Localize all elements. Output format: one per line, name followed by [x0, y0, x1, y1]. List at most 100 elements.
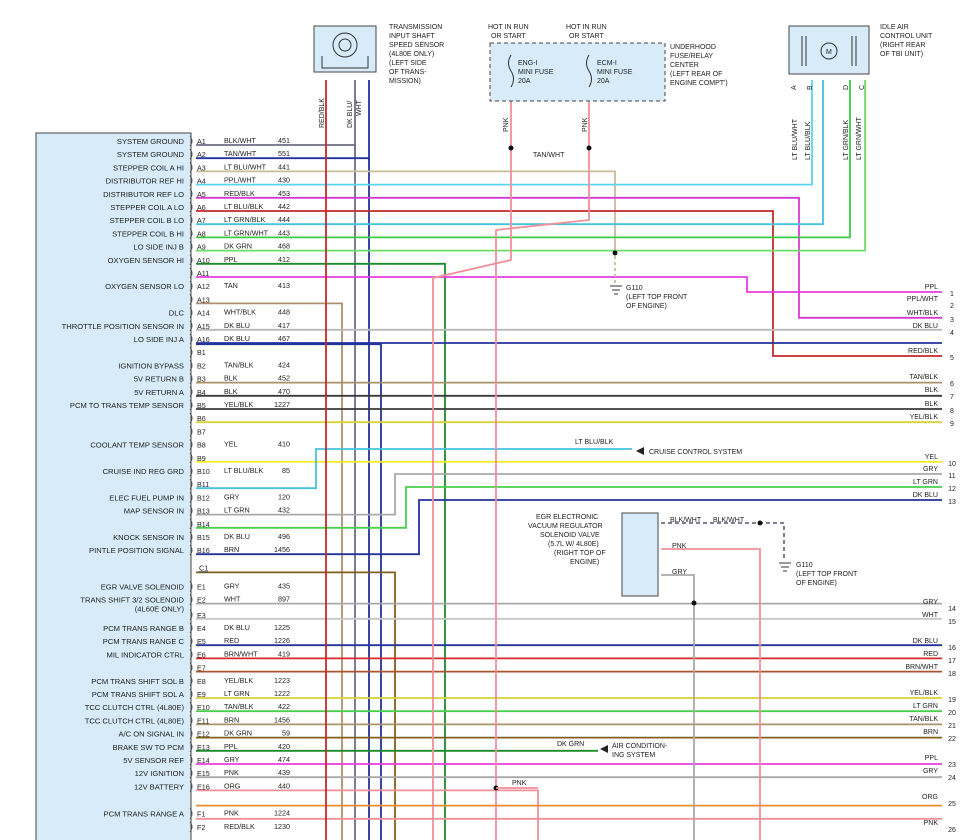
- cruise-system-label: CRUISE CONTROL SYSTEM: [649, 449, 742, 456]
- fuse-center-label-2: FUSE/RELAY: [670, 53, 713, 60]
- output-wire-label-8: BLK: [925, 401, 939, 408]
- pin-wire-F1: PNK: [224, 809, 239, 818]
- pin-id-B3: B3: [197, 375, 206, 384]
- wire-a1: [196, 144, 356, 840]
- pin-wire-E15: PNK: [224, 768, 239, 777]
- tiss-label-3: SPEED SENSOR: [389, 42, 444, 49]
- pin-bracket-A1: [189, 135, 193, 147]
- output-terminal-2: 2: [950, 303, 954, 310]
- splice-dot-2: [586, 145, 592, 151]
- fuse-2-wire-label: PNK: [582, 117, 589, 132]
- pin-circuit-B5: 1227: [274, 400, 290, 409]
- pin-bracket-E16: [189, 781, 193, 792]
- pin-function-A5: DISTRIBUTOR REF LO: [103, 190, 184, 199]
- output-wire-label-26: PNK: [924, 820, 939, 827]
- pin-id-E2: E2: [197, 596, 206, 605]
- output-wire-label-5: RED/BLK: [908, 348, 938, 355]
- pin-wire-E1: GRY: [224, 581, 240, 590]
- ac-arrow-icon: [600, 745, 608, 753]
- output-terminal-11: 11: [948, 473, 955, 480]
- pin-function-B13: MAP SENSOR IN: [124, 507, 184, 516]
- pin-function-B8: COOLANT TEMP SENSOR: [90, 441, 184, 450]
- pin-function-E8: PCM TRANS SHIFT SOL B: [91, 677, 184, 686]
- pin-wire-E12: DK GRN: [224, 729, 252, 738]
- g110-upper-label-2: (LEFT TOP FRONT: [626, 294, 688, 301]
- fuse-1-type: MINI FUSE: [518, 69, 554, 76]
- pin-function-B4: 5V RETURN A: [134, 388, 185, 397]
- splice-dot-5: [691, 600, 697, 606]
- pin-bracket-B13: [189, 505, 193, 516]
- tiss-sensor: TRANSMISSION INPUT SHAFT SPEED SENSOR (4…: [313, 24, 444, 128]
- pin-wire-A10: PPL: [224, 255, 238, 264]
- pin-id-B2: B2: [197, 361, 206, 370]
- pin-wire-A6: LT BLU/BLK: [224, 202, 263, 211]
- pin-id-E8: E8: [197, 677, 206, 686]
- output-terminal-5: 5: [950, 355, 954, 362]
- output-wire-label-6: TAN/BLK: [909, 374, 938, 381]
- pin-circuit-E2: 897: [278, 595, 290, 604]
- wire-a16b: [196, 343, 382, 840]
- egr-ground: [661, 522, 785, 560]
- pin-wire-E4: DK BLU: [224, 623, 250, 632]
- pin-circuit-A3: 441: [278, 162, 290, 171]
- wire-a4: [196, 80, 813, 186]
- output-wire-label-16: DK BLU: [913, 638, 938, 645]
- pin-function-E1: EGR VALVE SOLENOID: [101, 582, 185, 591]
- pin-wire-A7: LT GRN/BLK: [224, 215, 265, 224]
- egr-solenoid: EGR ELECTRONIC VACUUM REGULATOR SOLENOID…: [528, 512, 745, 597]
- pin-circuit-E10: 422: [278, 702, 290, 711]
- pin-function-E5: PCM TRANS RANGE C: [103, 637, 185, 646]
- wire-a11: [196, 276, 942, 293]
- output-terminal-24: 24: [948, 775, 956, 782]
- pin-bracket-A13: [189, 294, 193, 305]
- output-terminal-23: 23: [948, 762, 956, 769]
- pin-circuit-A6: 442: [278, 202, 290, 211]
- wire-layer: [196, 80, 942, 840]
- pin-bracket-B10: [189, 465, 193, 477]
- fuse-2-amp: 20A: [597, 78, 610, 85]
- g110-ground-upper: G110 (LEFT TOP FRONT OF ENGINE): [610, 285, 688, 310]
- pin-bracket-B12: [189, 492, 193, 503]
- pin-wire-F2: RED/BLK: [224, 822, 255, 831]
- fuse-center-label-3: CENTER: [670, 62, 699, 69]
- output-terminal-21: 21: [948, 723, 956, 730]
- tan-wht-splice-label: TAN/WHT: [533, 152, 565, 159]
- pin-circuit-A16: 467: [278, 334, 290, 343]
- pin-circuit-E5: 1226: [274, 636, 290, 645]
- cruise-wire-label: LT BLU/BLK: [575, 439, 614, 446]
- output-wire-label-18: BRN/WHT: [905, 664, 938, 671]
- pin-bracket-E5: [189, 635, 193, 647]
- pin-wire-B3: BLK: [224, 374, 238, 383]
- output-wire-label-10: YEL: [925, 454, 938, 461]
- output-terminal-9: 9: [950, 421, 954, 428]
- fuse-center-label-1: UNDERHOOD: [670, 44, 716, 51]
- pin-wire-B10: LT BLU/BLK: [224, 466, 263, 475]
- tiss-label-6: OF TRANS-: [389, 69, 427, 76]
- output-terminal-20: 20: [948, 710, 956, 717]
- pin-function-E4: PCM TRANS RANGE B: [103, 624, 184, 633]
- pin-wire-A8: LT GRN/WHT: [224, 228, 269, 237]
- pin-bracket-B9: [189, 452, 193, 464]
- pin-wire-A16: DK BLU: [224, 334, 250, 343]
- or-start-2: OR START: [569, 33, 604, 40]
- pin-circuit-B12: 120: [278, 492, 290, 501]
- pin-id-F2: F2: [197, 823, 205, 832]
- pin-id-B16: B16: [197, 546, 210, 555]
- tiss-label-1: TRANSMISSION: [389, 24, 442, 31]
- wire-a10: [196, 262, 446, 840]
- pin-function-B15: KNOCK SENSOR IN: [113, 533, 184, 542]
- output-wire-label-22: BRN: [923, 729, 938, 736]
- pin-bracket-B15: [189, 531, 193, 543]
- ac-system: DK GRN AIR CONDITION- ING SYSTEM: [557, 741, 668, 759]
- pin-function-A1: SYSTEM GROUND: [117, 137, 185, 146]
- pin-circuit-E12: 59: [282, 729, 290, 738]
- output-terminal-22: 22: [948, 736, 956, 743]
- pin-bracket-A3: [189, 162, 193, 173]
- output-terminal-15: 15: [948, 619, 956, 626]
- output-wire-label-13: DK BLU: [913, 492, 938, 499]
- tiss-gear-icon: [332, 32, 358, 58]
- pin-function-A10: OXYGEN SENSOR HI: [108, 256, 184, 265]
- pin-bracket-E7: [189, 662, 193, 673]
- iac-wire-a-label: LT BLU/WHT: [792, 118, 799, 160]
